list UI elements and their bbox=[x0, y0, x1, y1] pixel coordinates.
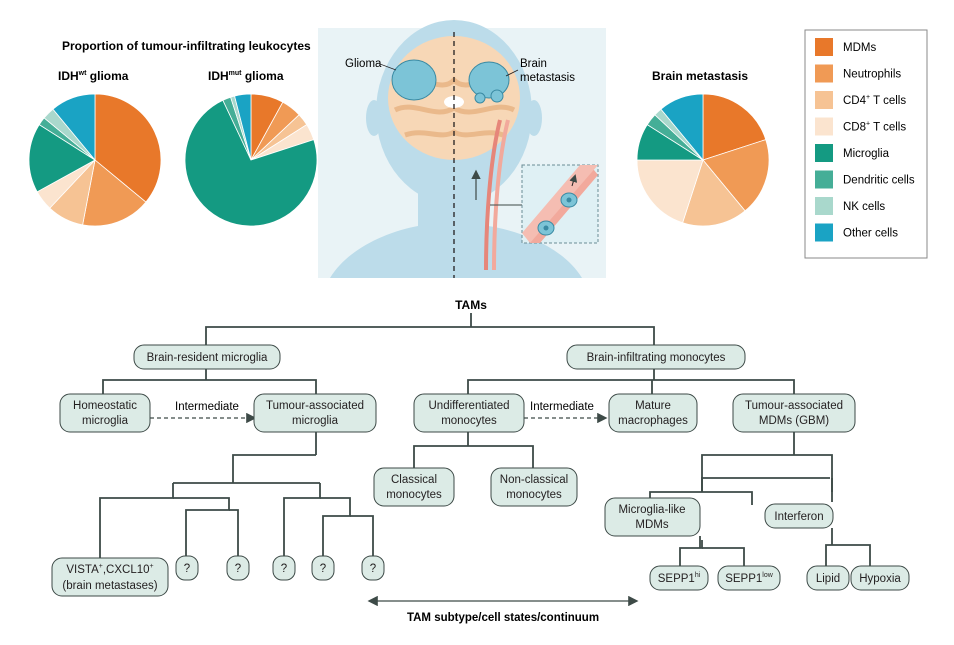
legend-label: MDMs bbox=[843, 42, 876, 54]
pie-slice-neutrophils bbox=[702, 139, 770, 212]
svg-text:Tumour-associated: Tumour-associated bbox=[745, 400, 843, 412]
legend-label: Microglia bbox=[843, 148, 890, 160]
legend-swatch bbox=[815, 117, 833, 136]
legend-swatch bbox=[815, 64, 833, 83]
svg-text:monocytes: monocytes bbox=[441, 415, 497, 427]
pie-slice-neutrophils bbox=[82, 159, 147, 227]
svg-text:SEPP1low: SEPP1low bbox=[725, 572, 774, 585]
legend-swatch bbox=[815, 170, 833, 189]
label-brain-metastasis-2: metastasis bbox=[520, 72, 575, 84]
pie-slice-mdms bbox=[94, 93, 162, 203]
legend-label: Other cells bbox=[843, 228, 898, 240]
svg-text:Lipid: Lipid bbox=[816, 573, 840, 585]
pie-slice-cd4-t-cells bbox=[682, 159, 746, 227]
svg-text:Interferon: Interferon bbox=[774, 511, 823, 523]
svg-text:Hypoxia: Hypoxia bbox=[859, 573, 901, 585]
node-mature-macrophages: Mature macrophages bbox=[608, 393, 698, 433]
node-interferon: Interferon bbox=[764, 503, 834, 529]
legend-swatch bbox=[815, 38, 833, 56]
pie-chart-idhwt bbox=[28, 93, 162, 227]
svg-text:macrophages: macrophages bbox=[618, 415, 688, 427]
svg-text:?: ? bbox=[320, 563, 326, 575]
svg-text:VISTA+,CXCL10+: VISTA+,CXCL10+ bbox=[66, 563, 153, 576]
svg-text:Microglia-like: Microglia-like bbox=[618, 504, 685, 516]
svg-text:?: ? bbox=[184, 563, 190, 575]
legend-label: Neutrophils bbox=[843, 69, 901, 81]
label-glioma: Glioma bbox=[345, 58, 382, 70]
intermediate-label-2: Intermediate bbox=[530, 401, 594, 413]
pie-title-idhwt: IDHwt glioma bbox=[58, 69, 129, 83]
svg-text:Undifferentiated: Undifferentiated bbox=[429, 400, 510, 412]
node-tumour-associated-microglia: Tumour-associated microglia bbox=[253, 393, 377, 433]
pie-chart-idhmut bbox=[184, 93, 318, 227]
svg-text:Non-classical: Non-classical bbox=[500, 474, 568, 486]
legend-label: Dendritic cells bbox=[843, 175, 915, 187]
node-homeostatic-microglia: Homeostatic microglia bbox=[59, 393, 151, 433]
pie-chart-brain-metastasis bbox=[636, 93, 770, 227]
node-unknown-3: ? bbox=[272, 555, 296, 581]
svg-text:?: ? bbox=[370, 563, 376, 575]
node-vista-cxcl10: VISTA+,CXCL10+ (brain metastases) bbox=[51, 557, 169, 597]
svg-text:MDMs: MDMs bbox=[635, 519, 668, 531]
node-brain-infiltrating-monocytes: Brain-infiltrating monocytes bbox=[566, 344, 746, 370]
pie-slice-cd8-t-cells bbox=[636, 159, 704, 224]
node-hypoxia: Hypoxia bbox=[850, 565, 910, 591]
node-non-classical-monocytes: Non-classical monocytes bbox=[490, 467, 578, 507]
svg-text:Classical: Classical bbox=[391, 474, 437, 486]
pie-title-brain-metastasis: Brain metastasis bbox=[652, 69, 748, 83]
node-tumour-associated-mdms: Tumour-associated MDMs (GBM) bbox=[732, 393, 856, 433]
intermediate-label-1: Intermediate bbox=[175, 401, 239, 413]
svg-text:?: ? bbox=[281, 563, 287, 575]
pie-slice-microglia bbox=[184, 99, 318, 227]
pie-slice-other-cells bbox=[52, 93, 96, 162]
legend-swatch bbox=[815, 223, 833, 242]
legend-label: CD8+ T cells bbox=[843, 121, 906, 134]
label-brain-metastasis-1: Brain bbox=[520, 58, 547, 70]
pie-slice-other-cells bbox=[660, 93, 704, 162]
node-sepp1-low: SEPP1low bbox=[717, 565, 781, 591]
svg-text:Homeostatic: Homeostatic bbox=[73, 400, 137, 412]
svg-text:MDMs (GBM): MDMs (GBM) bbox=[759, 415, 829, 427]
svg-text:microglia: microglia bbox=[292, 415, 339, 427]
node-microglia-like-mdms: Microglia-like MDMs bbox=[604, 497, 701, 537]
pie-title-idhmut: IDHmut glioma bbox=[208, 69, 284, 83]
svg-text:monocytes: monocytes bbox=[506, 489, 562, 501]
node-unknown-2: ? bbox=[226, 555, 250, 581]
node-undifferentiated-monocytes: Undifferentiated monocytes bbox=[413, 393, 525, 433]
svg-text:(brain metastases): (brain metastases) bbox=[62, 580, 157, 592]
continuum-label: TAM subtype/cell states/continuum bbox=[407, 612, 599, 624]
node-unknown-5: ? bbox=[361, 555, 385, 581]
legend-label: NK cells bbox=[843, 201, 885, 213]
svg-text:Brain-infiltrating monocytes: Brain-infiltrating monocytes bbox=[587, 352, 726, 364]
node-sepp1-hi: SEPP1hi bbox=[649, 565, 709, 591]
node-lipid: Lipid bbox=[806, 565, 850, 591]
svg-text:monocytes: monocytes bbox=[386, 489, 442, 501]
head-illustration: Glioma Brain metastasis bbox=[318, 20, 606, 278]
pie-slice-microglia bbox=[28, 124, 96, 193]
svg-text:SEPP1hi: SEPP1hi bbox=[658, 572, 701, 585]
legend-swatch bbox=[815, 144, 833, 162]
node-unknown-4: ? bbox=[311, 555, 335, 581]
svg-text:?: ? bbox=[235, 563, 241, 575]
legend-label: CD4+ T cells bbox=[843, 94, 906, 107]
svg-text:Tumour-associated: Tumour-associated bbox=[266, 400, 364, 412]
node-brain-resident-microglia: Brain-resident microglia bbox=[133, 344, 281, 370]
legend-swatch bbox=[815, 91, 833, 109]
pie-slice-other-cells bbox=[234, 93, 252, 161]
svg-text:Mature: Mature bbox=[635, 400, 671, 412]
svg-text:microglia: microglia bbox=[82, 415, 129, 427]
pie-slice-mdms bbox=[702, 93, 767, 161]
tree-root-tams: TAMs bbox=[455, 298, 487, 312]
svg-text:Brain-resident microglia: Brain-resident microglia bbox=[147, 352, 268, 364]
node-unknown-1: ? bbox=[175, 555, 199, 581]
proportion-title: Proportion of tumour-infiltrating leukoc… bbox=[62, 39, 311, 53]
node-classical-monocytes: Classical monocytes bbox=[373, 467, 455, 507]
legend-swatch bbox=[815, 197, 833, 215]
